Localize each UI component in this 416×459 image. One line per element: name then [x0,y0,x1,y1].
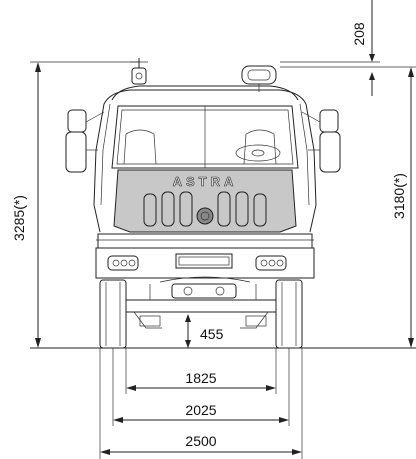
headlight-right [255,255,287,271]
roof-beacon-right [241,65,277,92]
front-axle [125,276,277,329]
track-outer-label: 2025 [185,402,216,418]
ground-clearance-dimension: 455 [185,314,224,348]
brand-logo-text: ASTRA [173,174,238,189]
ground-clearance-label: 455 [200,326,224,342]
overall-width-dimension: 2500 [100,433,302,455]
track-inner-label: 1825 [185,370,216,386]
beacon-height-label: 208 [351,22,367,46]
track-outer-dimension: 2025 [113,402,289,423]
brand-emblem-icon [196,207,214,225]
front-grille: ASTRA [113,169,297,233]
cab-height-label: 3180(*) [391,173,407,219]
mirror-left [65,109,105,173]
wheel-right [275,279,303,349]
width-extension-lines [99,348,303,459]
cab-height-dimension: 3180(*) [280,66,416,349]
headlight-left [107,255,139,271]
roof-antenna-left [130,58,148,85]
wheel-left [99,279,127,349]
track-inner-dimension: 1825 [126,370,276,391]
license-plate [175,253,233,269]
overall-width-label: 2500 [185,433,216,449]
overall-height-label: 3285(*) [11,195,27,241]
mirror-right [301,109,341,173]
beacon-height-dimension: 208 [280,0,380,96]
front-bumper [95,233,315,279]
grille-slots [143,191,267,227]
cab-body [93,85,317,233]
